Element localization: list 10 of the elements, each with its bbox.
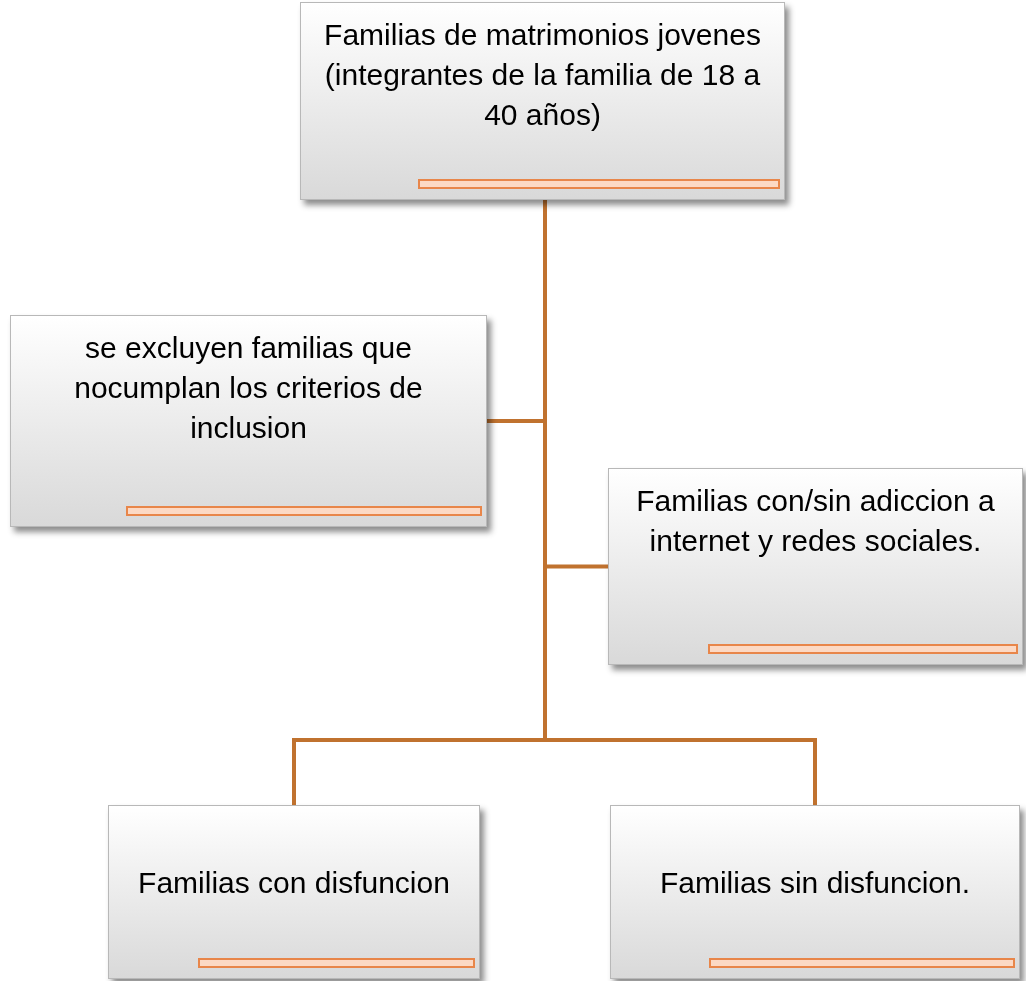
process-box bbox=[610, 805, 1020, 979]
process-box bbox=[300, 2, 785, 200]
process-box bbox=[108, 805, 480, 979]
process-box bbox=[10, 315, 487, 527]
box-text: Familias con/sin adiccion a internet y redes sociales. bbox=[635, 483, 996, 559]
process-box bbox=[608, 468, 1023, 665]
box-text: Familias de matrimonios jovenes (integrantes de la familia de 18 a 40 años) bbox=[323, 17, 762, 133]
box-text: Familias con disfuncion bbox=[138, 865, 450, 901]
box-text: Familias sin disfuncion. bbox=[659, 865, 971, 901]
box-text: se excluyen familias que nocumplan los criterios de inclusion bbox=[73, 330, 424, 446]
